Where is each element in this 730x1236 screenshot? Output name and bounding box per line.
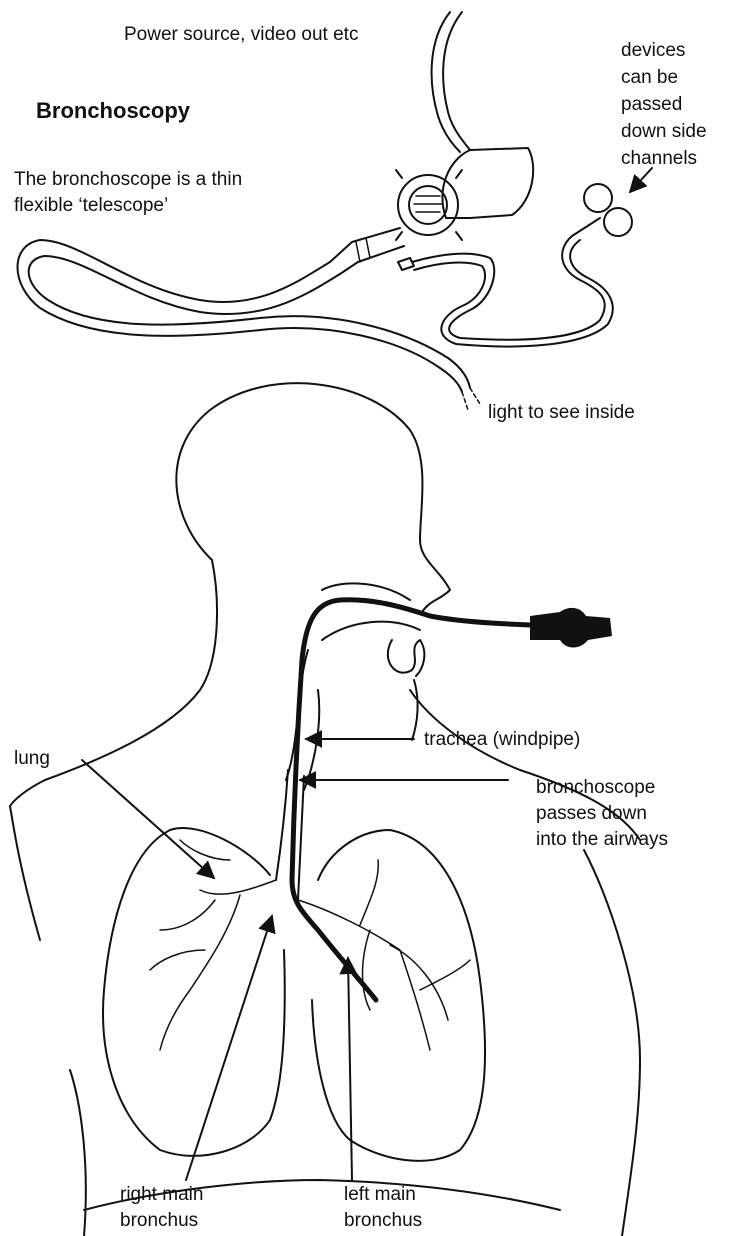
right-bronchus-label-line-1: right main	[120, 1184, 203, 1205]
devices-label-line-4: down side	[621, 121, 707, 142]
inserted-bronchoscope	[292, 600, 612, 1000]
left-bronchus-label-line-2: bronchus	[344, 1210, 422, 1231]
power-source-label: Power source, video out etc	[124, 24, 358, 45]
right-bronchus-label-line-2: bronchus	[120, 1210, 198, 1231]
bronchoscope-label-line-2: passes down	[536, 803, 647, 824]
light-label: light to see inside	[488, 402, 635, 423]
devices-label-line-1: devices	[621, 40, 685, 61]
trachea-label: trachea (windpipe)	[424, 729, 580, 750]
description-line-1: The bronchoscope is a thin	[14, 169, 242, 190]
bronchoscope-label-line-3: into the airways	[536, 829, 668, 850]
devices-label-line-5: channels	[621, 148, 697, 169]
diagram-title: Bronchoscopy	[36, 98, 191, 123]
left-bronchus-label-line-1: left main	[344, 1184, 416, 1205]
description-line-2: flexible ‘telescope’	[14, 195, 168, 216]
lung-label: lung	[14, 748, 50, 769]
devices-label-line-3: passed	[621, 94, 682, 115]
bronchoscope-label-line-1: bronchoscope	[536, 777, 655, 798]
devices-label-line-2: can be	[621, 67, 678, 88]
